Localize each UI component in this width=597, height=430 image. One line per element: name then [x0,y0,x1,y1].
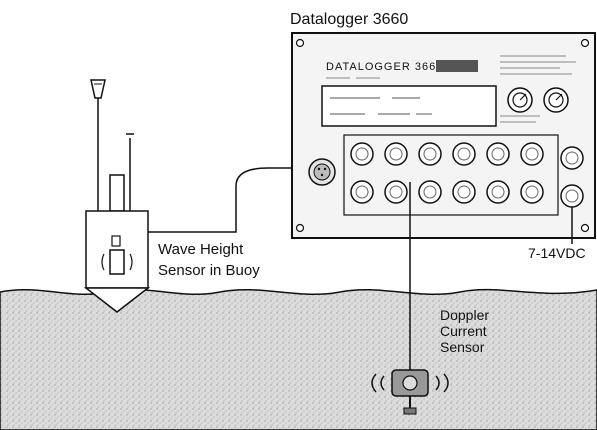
channel-connector[interactable] [487,143,509,165]
buoy [86,80,148,312]
display-screen [322,86,496,126]
channel-connector[interactable] [351,143,373,165]
channel-connector[interactable] [453,181,475,203]
channel-connector[interactable] [419,181,441,203]
power-connector[interactable] [561,147,583,169]
water-body [0,290,597,430]
buoy-label-line1: Wave Height [158,241,244,258]
doppler-label-line3: Sensor [440,339,485,355]
power-connector[interactable] [561,185,583,207]
channel-connector[interactable] [453,143,475,165]
datalogger-panel: DATALOGGER 3660 [292,33,595,238]
doppler-label-line1: Doppler [440,307,489,323]
brand-logo [436,60,478,72]
channel-connector[interactable] [385,143,407,165]
buoy-label-line2: Sensor in Buoy [158,262,260,279]
panel-heading: DATALOGGER 3660 [326,61,443,73]
channel-connector[interactable] [351,181,373,203]
channel-connector[interactable] [385,181,407,203]
power-label: 7-14VDC [528,245,586,261]
buoy-cable [148,168,312,232]
channel-connector[interactable] [521,181,543,203]
knob-icon[interactable] [508,88,532,112]
screw-icon [582,225,589,232]
channel-connector[interactable] [521,143,543,165]
screw-icon [297,225,304,232]
screw-icon [297,40,304,47]
datalogger-title: Datalogger 3660 [290,11,408,28]
channel-connector[interactable] [419,143,441,165]
main-input-connector[interactable] [309,159,335,185]
doppler-label-line2: Current [440,323,487,339]
screw-icon [582,40,589,47]
knob-icon[interactable] [544,88,568,112]
channel-connector[interactable] [487,181,509,203]
